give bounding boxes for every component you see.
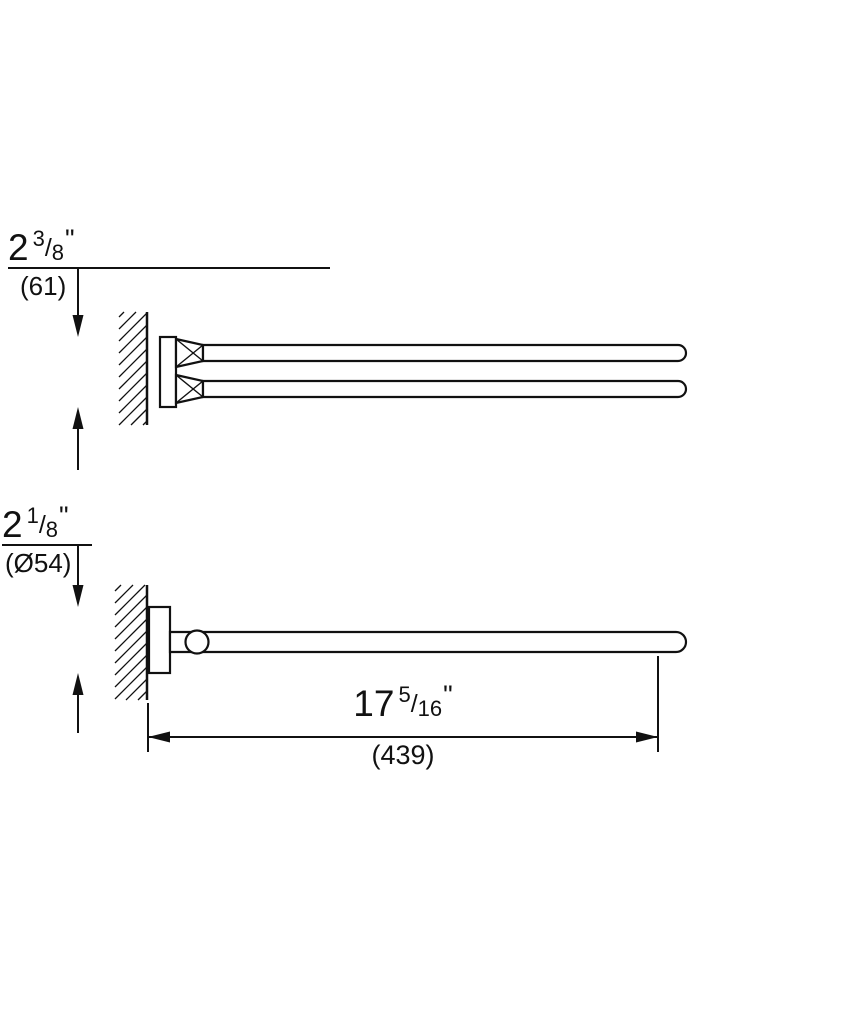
towel-bar-top-view — [158, 335, 688, 409]
dim-fraction-denominator: 16 — [417, 696, 443, 721]
dim-whole-number: 17 — [353, 683, 395, 724]
dim-fraction-numerator: 5 — [398, 682, 411, 707]
dim-inch-mark: " — [65, 224, 75, 254]
towel-arm-upper — [201, 343, 688, 363]
side-diameter-dimension-metric: (Ø54) — [5, 548, 72, 578]
arrowhead-up — [72, 407, 84, 429]
length-dimension — [147, 656, 659, 752]
dim-inch-mark: " — [59, 501, 69, 531]
top-view-dimension-lines — [8, 267, 330, 470]
dim-whole-number: 2 — [8, 227, 29, 268]
arrowhead-up — [72, 673, 84, 695]
dim-fraction-denominator: 8 — [45, 517, 59, 542]
arrowhead-down — [72, 315, 84, 337]
arrowhead-left — [148, 731, 170, 743]
top-height-dimension-metric: (61) — [20, 271, 67, 301]
length-dimension-metric: (439) — [371, 740, 435, 770]
wall-section-top — [118, 311, 149, 426]
arrowhead-down — [72, 585, 84, 607]
dim-fraction-numerator: 1 — [26, 503, 39, 528]
arrowhead-right — [636, 731, 658, 743]
dim-fraction-denominator: 8 — [51, 240, 65, 265]
side-view-dimension-lines — [2, 544, 92, 733]
dim-fraction-slash: / — [38, 511, 46, 539]
towel-bar-side-view — [147, 605, 688, 675]
dim-whole-number: 2 — [2, 504, 23, 545]
dim-fraction-slash: / — [410, 690, 418, 718]
mounting-plate-side — [147, 605, 172, 675]
towel-arm-lower — [201, 379, 688, 399]
dim-fraction-slash: / — [44, 234, 52, 262]
dim-fraction-numerator: 3 — [32, 226, 45, 251]
towel-bar-profile — [168, 630, 688, 654]
pivot-ball-joint — [184, 629, 210, 655]
wall-section-side — [114, 584, 149, 701]
dim-inch-mark: " — [443, 680, 453, 710]
mounting-plate-top — [158, 335, 178, 409]
